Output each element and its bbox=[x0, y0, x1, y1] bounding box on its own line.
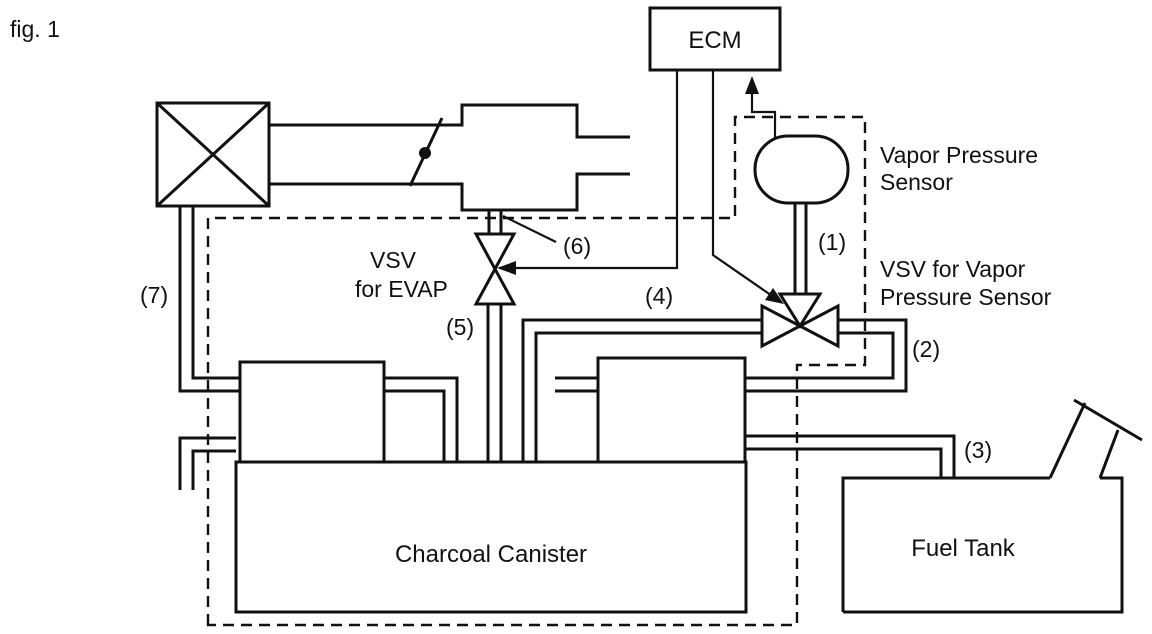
callout-7: (7) bbox=[140, 282, 168, 308]
system-boundary-dashed bbox=[206, 115, 867, 627]
vsv-vapor-pressure-valve bbox=[760, 292, 840, 349]
purge-line-throttle bbox=[487, 210, 557, 243]
throttle-body bbox=[269, 103, 630, 212]
vsv-vapor-label-1: VSV for Vapor bbox=[880, 256, 1026, 282]
canister-to-tank-line bbox=[745, 434, 956, 478]
fuel-tank-label: Fuel Tank bbox=[911, 535, 1016, 562]
vsv-to-tank-line bbox=[745, 318, 908, 393]
vapor-pressure-sensor bbox=[753, 134, 850, 293]
canister-to-vsv-line bbox=[521, 318, 762, 462]
fuel-tank bbox=[841, 398, 1143, 614]
vsv-evap-label-2: for EVAP bbox=[355, 276, 448, 302]
purge-line-canister bbox=[486, 304, 503, 462]
air-inlet-line bbox=[178, 206, 240, 393]
ecm-unit: ECM bbox=[648, 6, 782, 72]
vapor-pressure-sensor-label-2: Sensor bbox=[880, 169, 953, 195]
charcoal-canister bbox=[178, 356, 748, 614]
figure-label: fig. 1 bbox=[10, 16, 60, 42]
callout-6: (6) bbox=[563, 233, 591, 259]
callout-4: (4) bbox=[645, 283, 673, 309]
vsv-vapor-label-2: Pressure Sensor bbox=[880, 284, 1052, 310]
vsv-evap-valve bbox=[473, 232, 517, 306]
vsv-evap-label-1: VSV bbox=[370, 247, 417, 273]
callout-1: (1) bbox=[818, 229, 846, 255]
callout-2: (2) bbox=[912, 336, 940, 362]
callout-3: (3) bbox=[964, 437, 992, 463]
callout-5: (5) bbox=[446, 314, 474, 340]
air-cleaner bbox=[155, 101, 271, 208]
charcoal-canister-label: Charcoal Canister bbox=[395, 541, 587, 568]
ecm-label: ECM bbox=[688, 27, 741, 54]
vapor-pressure-sensor-label-1: Vapor Pressure bbox=[880, 142, 1038, 168]
ecm-signal-lines bbox=[497, 70, 784, 304]
